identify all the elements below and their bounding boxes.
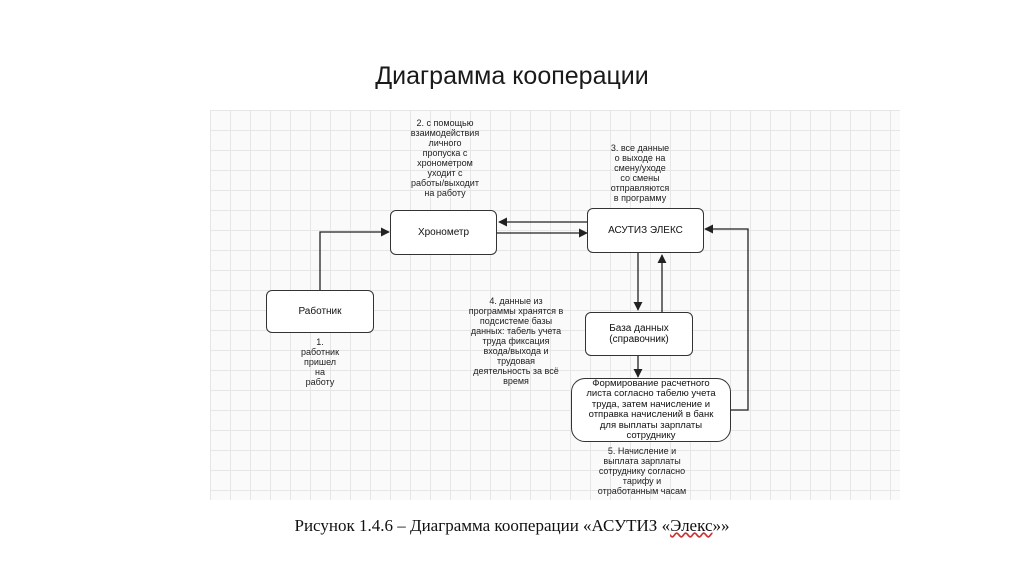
node-asutiz[interactable]: АСУТИЗ ЭЛЕКС xyxy=(587,208,704,253)
note-2: 2. с помощью взаимодействия личного проп… xyxy=(410,118,480,198)
edge-worker-chronometer xyxy=(319,227,390,290)
node-worker[interactable]: Работник xyxy=(266,290,374,333)
slide-title: Диаграмма кооперации xyxy=(375,62,649,90)
node-chronometer[interactable]: Хронометр xyxy=(390,210,497,255)
figure-caption: Рисунок 1.4.6 – Диаграмма кооперации «АС… xyxy=(0,516,1024,536)
note-1: 1. работник пришел на работу xyxy=(300,337,340,387)
node-payroll[interactable]: Формирование расчетного листа согласно т… xyxy=(571,378,731,442)
edge-payroll-asutiz xyxy=(704,224,749,411)
caption-word: Элекс xyxy=(670,516,713,535)
node-database[interactable]: База данных (справочник) xyxy=(585,312,693,356)
caption-main: Рисунок 1.4.6 – Диаграмма кооперации «АС… xyxy=(294,516,671,535)
caption-end: »» xyxy=(712,516,730,535)
note-5: 5. Начисление и выплата зарплаты сотрудн… xyxy=(597,446,687,496)
note-3: 3. все данные о выходе на смену/уходе со… xyxy=(610,143,670,203)
note-4: 4. данные из программы хранятся в подсис… xyxy=(468,296,564,386)
